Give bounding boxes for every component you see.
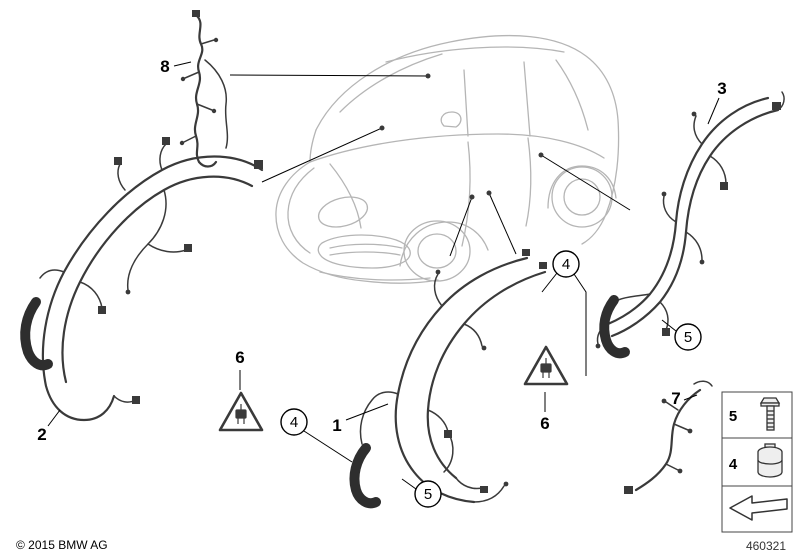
circled-callout-4-center[interactable]: 4 [280,408,353,463]
svg-text:5: 5 [424,486,432,503]
plug-icon [540,358,552,378]
harness-7-drawing [624,380,713,494]
warning-symbol-left: 6 [218,348,264,432]
svg-text:4: 4 [562,256,570,273]
circled-callout-5-right[interactable]: 5 [661,319,702,351]
direction-arrow-icon [729,495,788,521]
callout-label-3[interactable]: 3 [717,79,726,98]
legend-label-4[interactable]: 4 [729,456,738,473]
bolt-icon [759,397,781,431]
car-outline-illustration [275,34,620,284]
copyright-text: © 2015 BMW AG [16,538,108,552]
legend-label-5[interactable]: 5 [729,408,737,425]
callout-label-6[interactable]: 6 [540,414,549,433]
diagram-number: 460321 [746,539,786,553]
callout-label-8[interactable]: 8 [160,57,169,76]
callout-label-7[interactable]: 7 [671,389,680,408]
circled-callout-4-right[interactable]: 4 [541,250,587,376]
svg-text:5: 5 [684,329,692,346]
circled-callout-5-center[interactable]: 5 [401,478,442,508]
warning-symbol-right: 6 [523,345,569,433]
callout-label-6[interactable]: 6 [235,348,244,367]
legend-panel: 5 4 [721,391,793,533]
grommet-icon [757,443,783,478]
harness-2-drawing [20,137,264,422]
callout-label-1[interactable]: 1 [332,416,341,435]
harness-1-drawing [349,249,547,509]
plug-icon [235,404,247,424]
callout-leader-lines [229,73,631,257]
callout-labels: 8 2 1 3 7 [37,57,726,444]
harness-3-drawing [595,91,785,359]
harness-8-drawing [179,10,229,168]
svg-text:4: 4 [290,414,298,431]
callout-label-2[interactable]: 2 [37,425,46,444]
